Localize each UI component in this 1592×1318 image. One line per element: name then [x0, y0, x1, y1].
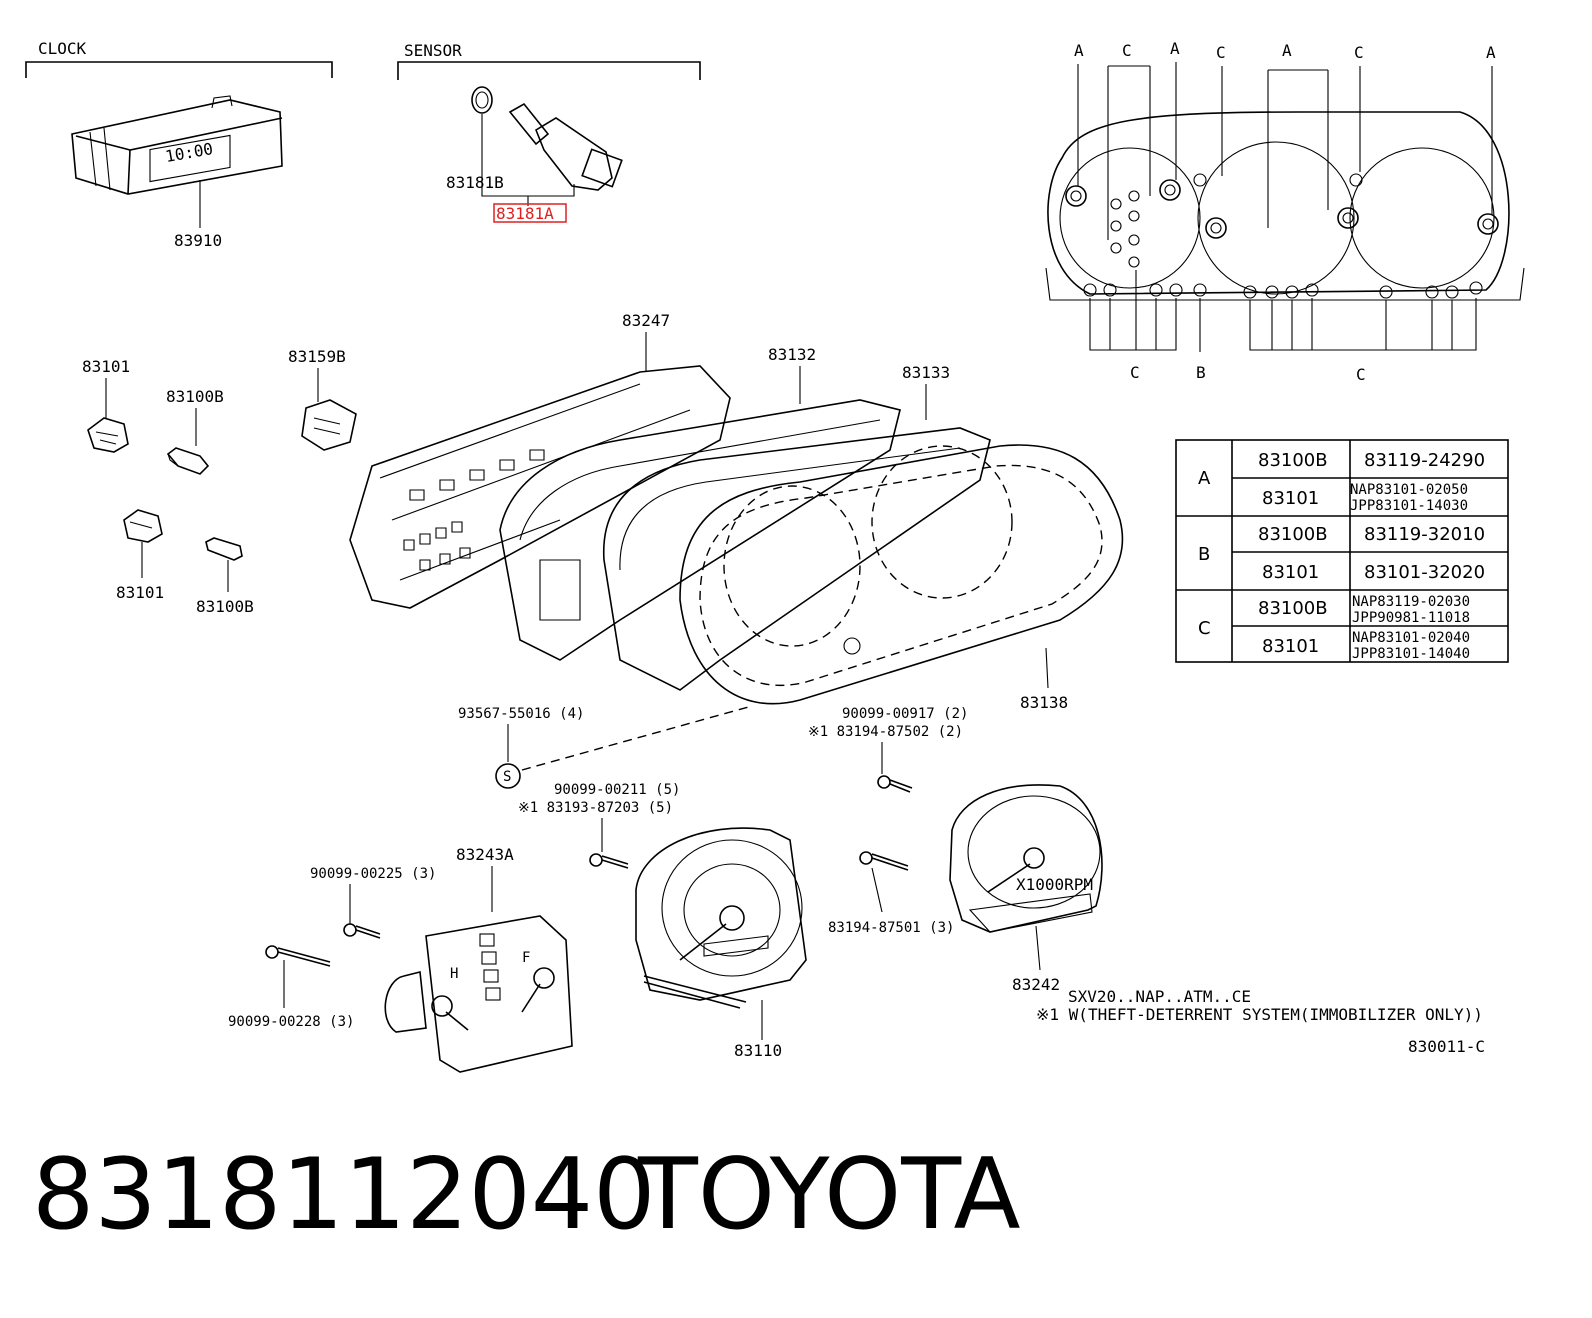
label-83100B-bottom[interactable]: 83100B: [196, 597, 254, 616]
panel-83133[interactable]: [603, 427, 991, 691]
screw-90099-00228[interactable]: [265, 945, 331, 967]
label-83247[interactable]: 83247: [622, 311, 670, 330]
table-group-b: B: [1198, 544, 1210, 565]
label-90099-00225[interactable]: 90099-00225 (3): [310, 866, 436, 882]
screw-90099-00225[interactable]: [343, 923, 381, 939]
label-83101-bottom[interactable]: 83101: [116, 583, 164, 602]
footer-brand: TOYOTA: [637, 1138, 1021, 1252]
o-ring-83181B[interactable]: [471, 86, 493, 114]
fasteners-group: 93567-55016 (4) S 90099-00917 (2) ※1 831…: [228, 705, 968, 1030]
loc-label-a3: A: [1282, 41, 1292, 60]
label-83242[interactable]: 83242: [1012, 975, 1060, 994]
loc-label-a4: A: [1486, 43, 1496, 62]
bulb-83100B-bottom[interactable]: [205, 537, 243, 561]
clock-unit-drawing[interactable]: [71, 95, 283, 195]
table-row-6-part: 83101: [1262, 636, 1319, 657]
screw-83193-87203[interactable]: [589, 853, 629, 869]
clock-section-label: CLOCK: [38, 39, 87, 58]
table-row-2-number-1: NAP83101-02050: [1350, 482, 1468, 498]
diagram-code: 830011-C: [1408, 1037, 1485, 1056]
table-row-6-number-2: JPP83101-14040: [1352, 646, 1470, 662]
loc-label-c3: C: [1354, 43, 1364, 62]
bulb-reference-table: A B C 83100B 83119-24290 83101 NAP83101-…: [1175, 439, 1509, 663]
clock-section: CLOCK 10:00 83910: [25, 39, 333, 250]
label-83138[interactable]: 83138: [1020, 693, 1068, 712]
bulb-locations: [1065, 173, 1499, 299]
socket-83101-top[interactable]: [87, 417, 129, 453]
label-83110[interactable]: 83110: [734, 1041, 782, 1060]
gauges-group: 83243A H F 83110: [384, 784, 1103, 1073]
loc-label-c2: C: [1216, 43, 1226, 62]
loc-label-c1: C: [1122, 41, 1132, 60]
highlight-83181A-box: [493, 203, 567, 223]
table-group-a: A: [1198, 468, 1211, 489]
table-row-3-number: 83119-32010: [1364, 524, 1485, 545]
socket-83159B[interactable]: [301, 399, 357, 451]
cluster-front-view: A C A C A C A: [1045, 39, 1525, 384]
loc-label-c-bottom2: C: [1356, 365, 1366, 384]
label-83910[interactable]: 83910: [174, 231, 222, 250]
table-row-4-number: 83101-32020: [1364, 562, 1485, 583]
label-83133[interactable]: 83133: [902, 363, 950, 382]
label-83101-top[interactable]: 83101: [82, 357, 130, 376]
table-group-c: C: [1198, 618, 1211, 639]
clock-bracket: [25, 61, 333, 78]
sensor-section-label: SENSOR: [404, 41, 462, 60]
note-immobilizer: ※1 W(THEFT-DETERRENT SYSTEM(IMMOBILIZER …: [1036, 1005, 1483, 1024]
loc-label-a1: A: [1074, 41, 1084, 60]
label-90099-00228[interactable]: 90099-00228 (3): [228, 1014, 354, 1030]
label-83193-87203[interactable]: ※1 83193-87203 (5): [518, 800, 673, 816]
sensor-bracket: [397, 61, 701, 80]
table-row-2-number-2: JPP83101-14030: [1350, 498, 1468, 514]
label-83132[interactable]: 83132: [768, 345, 816, 364]
table-row-5-number-1: NAP83119-02030: [1352, 594, 1470, 610]
circuit-plate-83247[interactable]: [349, 365, 731, 609]
loc-label-c-bottom1: C: [1130, 363, 1140, 382]
cluster-exploded-view: 83247 83132 83133 83138: [349, 311, 1124, 712]
svg-text:F: F: [522, 950, 530, 966]
label-90099-00211[interactable]: 90099-00211 (5): [554, 782, 680, 798]
table-row-5-number-2: JPP90981-11018: [1352, 610, 1470, 626]
table-row-2-part: 83101: [1262, 488, 1319, 509]
socket-83101-bottom[interactable]: [123, 509, 163, 543]
screw-83194-87502[interactable]: [877, 775, 913, 793]
table-row-1-part: 83100B: [1258, 450, 1328, 471]
footer-part-number: 8318112040: [32, 1138, 656, 1252]
label-90099-00917[interactable]: 90099-00917 (2): [842, 706, 968, 722]
table-row-4-part: 83101: [1262, 562, 1319, 583]
table-row-6-number-1: NAP83101-02040: [1352, 630, 1470, 646]
s-marker-text: S: [503, 769, 511, 785]
loc-label-b-bottom: B: [1196, 363, 1206, 382]
loc-label-a2: A: [1170, 39, 1180, 58]
notes-group: SXV20..NAP..ATM..CE ※1 W(THEFT-DETERRENT…: [1036, 987, 1485, 1056]
tach-rpm-text: X1000RPM: [1016, 875, 1093, 894]
note-model: SXV20..NAP..ATM..CE: [1068, 987, 1251, 1006]
bulb-83100B-top[interactable]: [166, 447, 210, 475]
speed-sensor-83181A[interactable]: [508, 102, 623, 191]
lens-83138[interactable]: [679, 444, 1124, 705]
label-93567-55016[interactable]: 93567-55016 (4): [458, 706, 584, 722]
label-83100B-top[interactable]: 83100B: [166, 387, 224, 406]
bulbs-group: 83101 83100B 83159B 83101 83100B: [82, 347, 357, 616]
sensor-section: SENSOR 83181B 83181A: [397, 41, 701, 223]
label-83243A[interactable]: 83243A: [456, 845, 514, 864]
label-83181B[interactable]: 83181B: [446, 173, 504, 192]
svg-text:H: H: [450, 966, 458, 982]
label-83181A[interactable]: 83181A: [496, 204, 554, 223]
case-83132[interactable]: [499, 399, 901, 661]
screw-83194-87501[interactable]: [859, 851, 909, 871]
speedometer-83110[interactable]: [635, 827, 807, 1009]
table-row-3-part: 83100B: [1258, 524, 1328, 545]
label-83194-87501[interactable]: 83194-87501 (3): [828, 920, 954, 936]
tachometer-83242[interactable]: X1000RPM: [949, 784, 1103, 933]
table-row-5-part: 83100B: [1258, 598, 1328, 619]
label-83159B[interactable]: 83159B: [288, 347, 346, 366]
label-83194-87502[interactable]: ※1 83194-87502 (2): [808, 724, 963, 740]
s-marker-circle: [495, 763, 521, 789]
clock-display-text: 10:00: [164, 139, 215, 166]
table-row-1-number: 83119-24290: [1364, 450, 1485, 471]
fuel-temp-gauge-83243A[interactable]: H F: [384, 915, 573, 1073]
